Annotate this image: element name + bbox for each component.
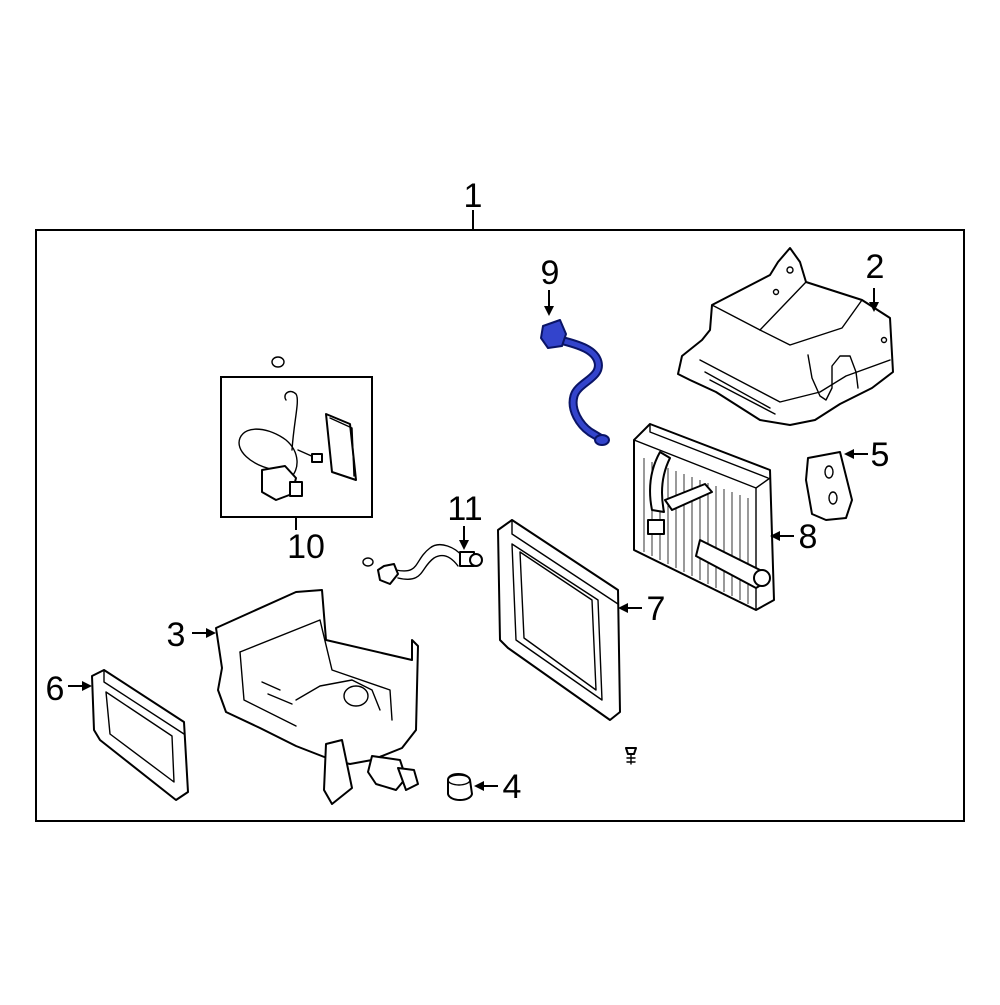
callout-4-leader [474,781,498,791]
callout-11[interactable]: 11 [447,490,482,528]
callout-11-leader [459,526,469,550]
callout-2[interactable]: 2 [866,248,885,286]
screw[interactable] [625,747,637,765]
callout-3-leader [192,628,216,638]
part-5-seal[interactable] [805,451,853,521]
callout-5[interactable]: 5 [871,436,890,474]
callout-9-leader [544,290,554,316]
callout-10[interactable]: 10 [287,528,325,566]
part-3-lower-case[interactable] [215,589,419,805]
part-4-grommet[interactable] [447,773,473,801]
part-11-drain-hose[interactable] [362,544,483,585]
callout-5-leader [844,449,868,459]
callout-6[interactable]: 6 [46,670,65,708]
callout-8-leader [770,531,794,541]
callout-7-leader [618,603,642,613]
part-6-packing[interactable] [91,669,189,801]
callout-2-leader [869,288,879,312]
part-2-upper-case[interactable] [677,247,894,426]
part-7-evaporator-seal[interactable] [497,519,621,721]
assembly-frame [35,210,965,822]
callout-8[interactable]: 8 [799,518,818,556]
callout-4[interactable]: 4 [503,768,522,806]
callout-3[interactable]: 3 [167,616,186,654]
part-9-thermo-sensor[interactable] [540,319,610,446]
callout-7[interactable]: 7 [647,590,666,628]
callout-6-leader [68,681,92,691]
callout-1[interactable]: 1 [464,177,483,215]
part-8-evaporator-core[interactable] [633,423,775,611]
callout-9[interactable]: 9 [541,254,560,292]
evaporator-fins [643,458,749,604]
part-10-expansion-valve-kit[interactable] [220,356,373,518]
